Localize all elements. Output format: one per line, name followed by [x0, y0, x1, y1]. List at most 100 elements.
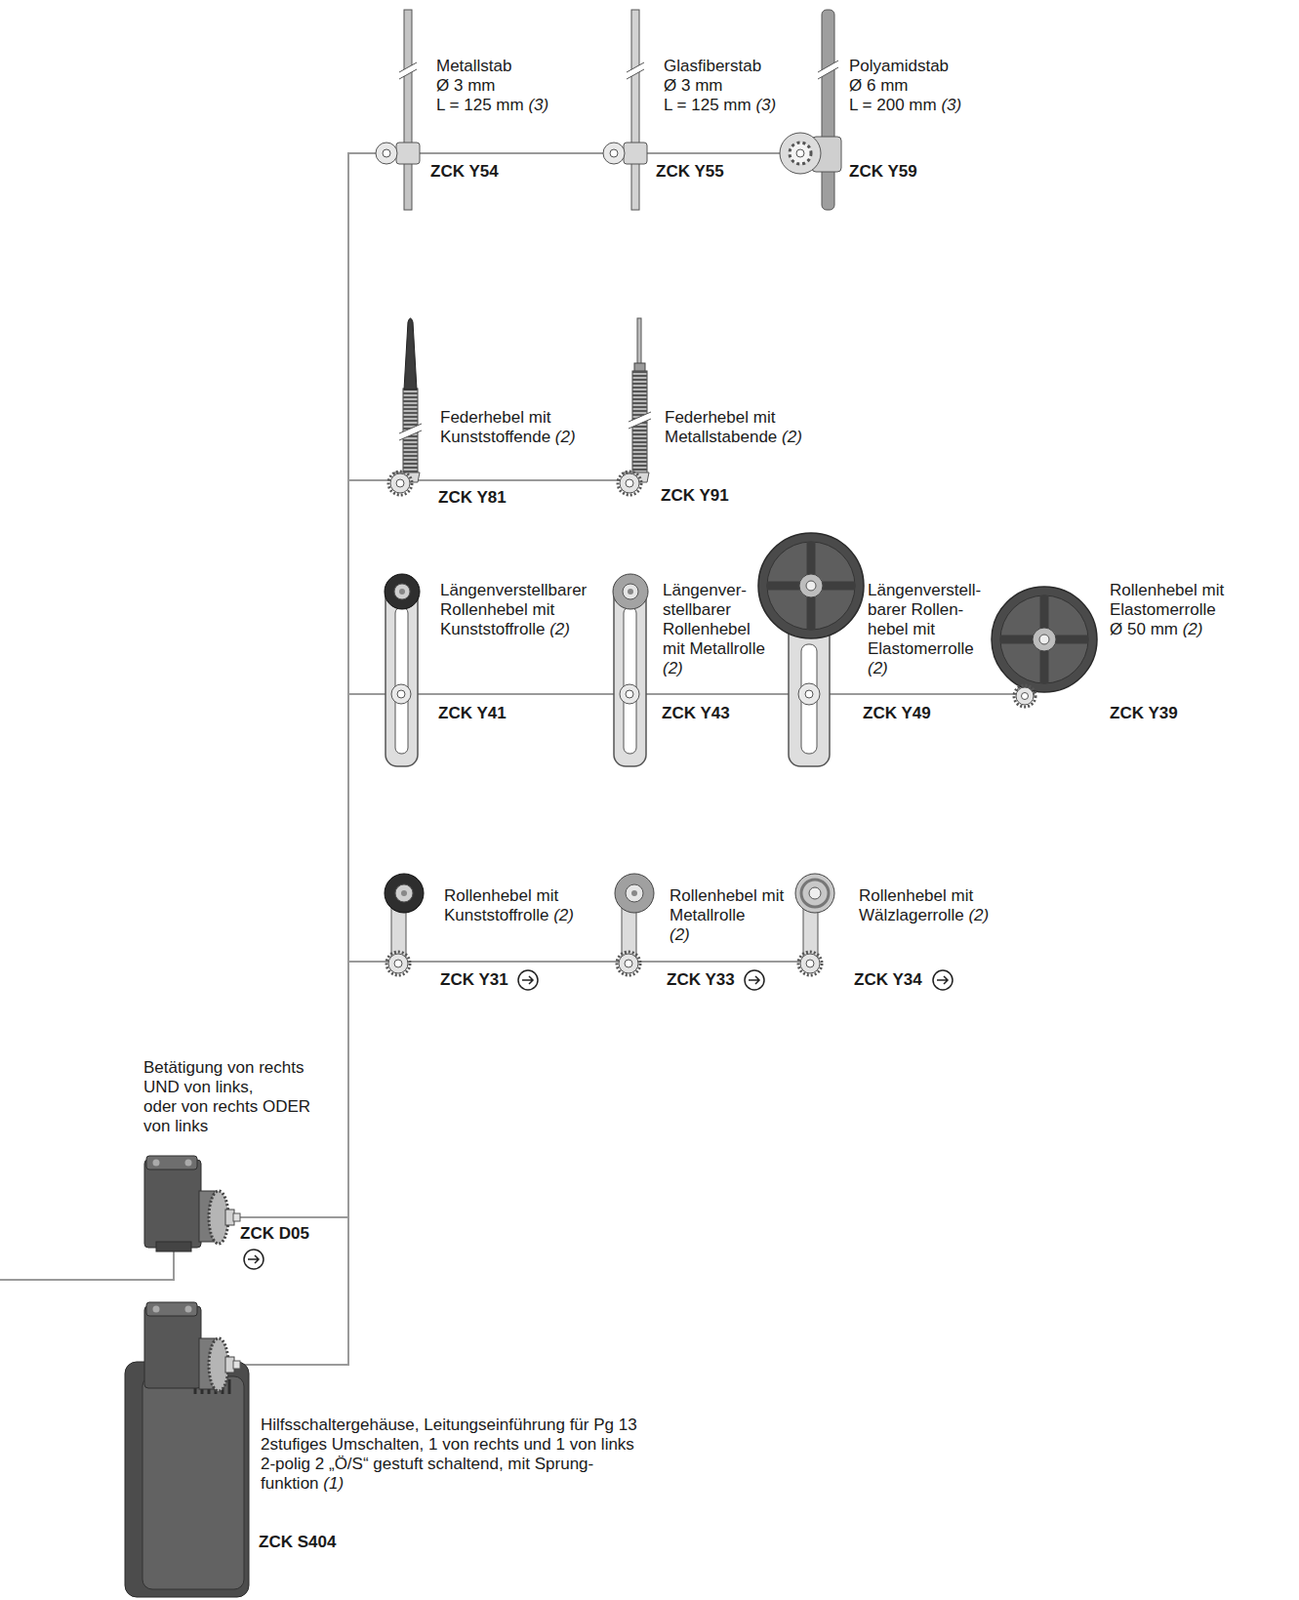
text-run: Y49: [900, 703, 931, 723]
roller-lever: [384, 873, 424, 913]
link-line: [375, 479, 586, 482]
metal-rod-actuator: [399, 62, 417, 73]
text-run: Federhebel: [440, 407, 525, 427]
spring-lever-actuator: [617, 318, 651, 495]
text-run: Rollenhebel: [858, 886, 947, 905]
text-line: mit Metallrolle: [662, 639, 766, 659]
text-run: (2): [553, 905, 574, 925]
text-run: [462, 76, 468, 95]
text-line: ZCK Y39: [1109, 703, 1178, 724]
text-run: Y31: [478, 970, 508, 989]
text-run: mit: [507, 1454, 530, 1473]
text-run: [776, 427, 782, 447]
text-run: links: [174, 1116, 208, 1136]
text-line: von links: [143, 1116, 311, 1137]
text-run: [423, 1434, 429, 1454]
text-run: [210, 1077, 216, 1097]
switch-body: [199, 1338, 215, 1389]
text-run: [964, 905, 970, 925]
part-number: ZCK Y55: [655, 162, 725, 182]
text-run: [565, 1415, 570, 1434]
text-line: Rollenhebel: [662, 619, 766, 640]
text-line: Federhebel mit: [440, 407, 576, 428]
adjustable-roller-lever: [619, 684, 640, 704]
text-line: barer Rollen-: [867, 600, 981, 620]
text-run: [524, 407, 529, 427]
text-run: (2): [549, 619, 570, 639]
text-run: ZCK: [240, 1223, 275, 1243]
direction-symbol: [933, 970, 953, 990]
text-run: Elastomerrolle: [1109, 600, 1217, 619]
text-line: Ø 3 mm: [436, 76, 549, 96]
text-line: Wälzlagerrolle (2): [858, 905, 989, 926]
product-description: Rollenhebel mit Metallrolle (2): [669, 886, 784, 945]
product-item: Längenver- stellbarer Rollenhebel mit Me…: [609, 568, 776, 774]
part-number: ZCK Y91: [660, 486, 730, 506]
text-run: (2): [1182, 619, 1204, 639]
polyamide-rod-actuator: [817, 67, 839, 80]
text-run: 125: [690, 95, 719, 115]
text-line: (2): [867, 658, 981, 679]
adjustable-roller-lever: [758, 532, 864, 639]
link-line: [609, 960, 796, 963]
polyamide-rod-actuator: [779, 132, 821, 174]
text-run: Sprung-: [534, 1454, 594, 1473]
part-number: ZCK Y43: [661, 703, 731, 724]
text-run: [176, 1096, 182, 1116]
text-run: (2): [669, 925, 691, 944]
text-run: [1145, 619, 1151, 639]
switch-body: [195, 1379, 230, 1394]
text-run: rechts: [258, 1057, 304, 1077]
text-run: Umschalten,: [331, 1434, 424, 1454]
text-line: Metallstabende (2): [664, 427, 803, 447]
text-run: mit: [951, 886, 975, 905]
text-run: gestuft: [372, 1454, 423, 1473]
switch-body: [146, 1301, 198, 1316]
adjustable-roller-lever: [613, 577, 647, 767]
text-run: mit: [536, 886, 560, 905]
text-run: [896, 703, 901, 723]
text-run: 13: [618, 1415, 638, 1434]
text-run: ZCK: [862, 703, 897, 723]
metal-rod-actuator: [404, 9, 412, 210]
text-line: Metallstab: [436, 56, 549, 77]
connection-line: [331, 480, 376, 1218]
roller-lever: [614, 873, 654, 975]
spring-lever-actuator: [399, 430, 422, 441]
text-line: ZCK Y33: [666, 970, 735, 990]
connection-line: [795, 960, 803, 963]
text-run: 2-polig: [260, 1454, 311, 1473]
adjustable-roller-lever: [625, 690, 634, 698]
text-run: Polyamidstab: [849, 56, 949, 76]
switch-body: [124, 1361, 249, 1597]
adjustable-roller-lever: [806, 580, 816, 591]
adjustable-roller-lever: [767, 541, 855, 630]
product-description: Längenver- stellbarer Rollenhebel mit Me…: [662, 580, 766, 679]
part-number: ZCK Y54: [430, 162, 499, 182]
adjustable-roller-lever: [391, 684, 411, 704]
text-run: Längenverstell-: [867, 580, 981, 600]
text-run: 6: [866, 76, 876, 95]
connection-line: [331, 693, 376, 1218]
link-line: [785, 692, 996, 695]
text-line: hebel mit: [867, 619, 981, 640]
text-run: [550, 427, 556, 447]
roller-lever: [806, 959, 814, 968]
text-run: [503, 1454, 509, 1473]
text-run: stellbarer: [662, 600, 731, 619]
adjustable-roller-lever: [767, 541, 855, 630]
text-run: „Ö/S“: [328, 1454, 369, 1473]
roller-lever: [388, 953, 408, 974]
text-line: Hilfsschaltergehäuse, Leitungseinführung…: [260, 1415, 638, 1435]
text-run: links: [601, 1434, 635, 1454]
text-run: Rollenhebel: [669, 886, 758, 905]
text-run: [700, 970, 705, 989]
roller-lever: [798, 951, 822, 975]
product-description: Federhebel mit Kunststoffende (2): [440, 407, 576, 447]
switch-head: [146, 1155, 198, 1170]
adjustable-roller-lever: [788, 583, 830, 767]
text-run: ZCK: [438, 703, 473, 723]
text-line: Rollenhebel mit: [669, 886, 784, 906]
text-line: Ø 50 mm (2): [1109, 619, 1224, 640]
roller-lever-wheel: [991, 586, 1097, 707]
